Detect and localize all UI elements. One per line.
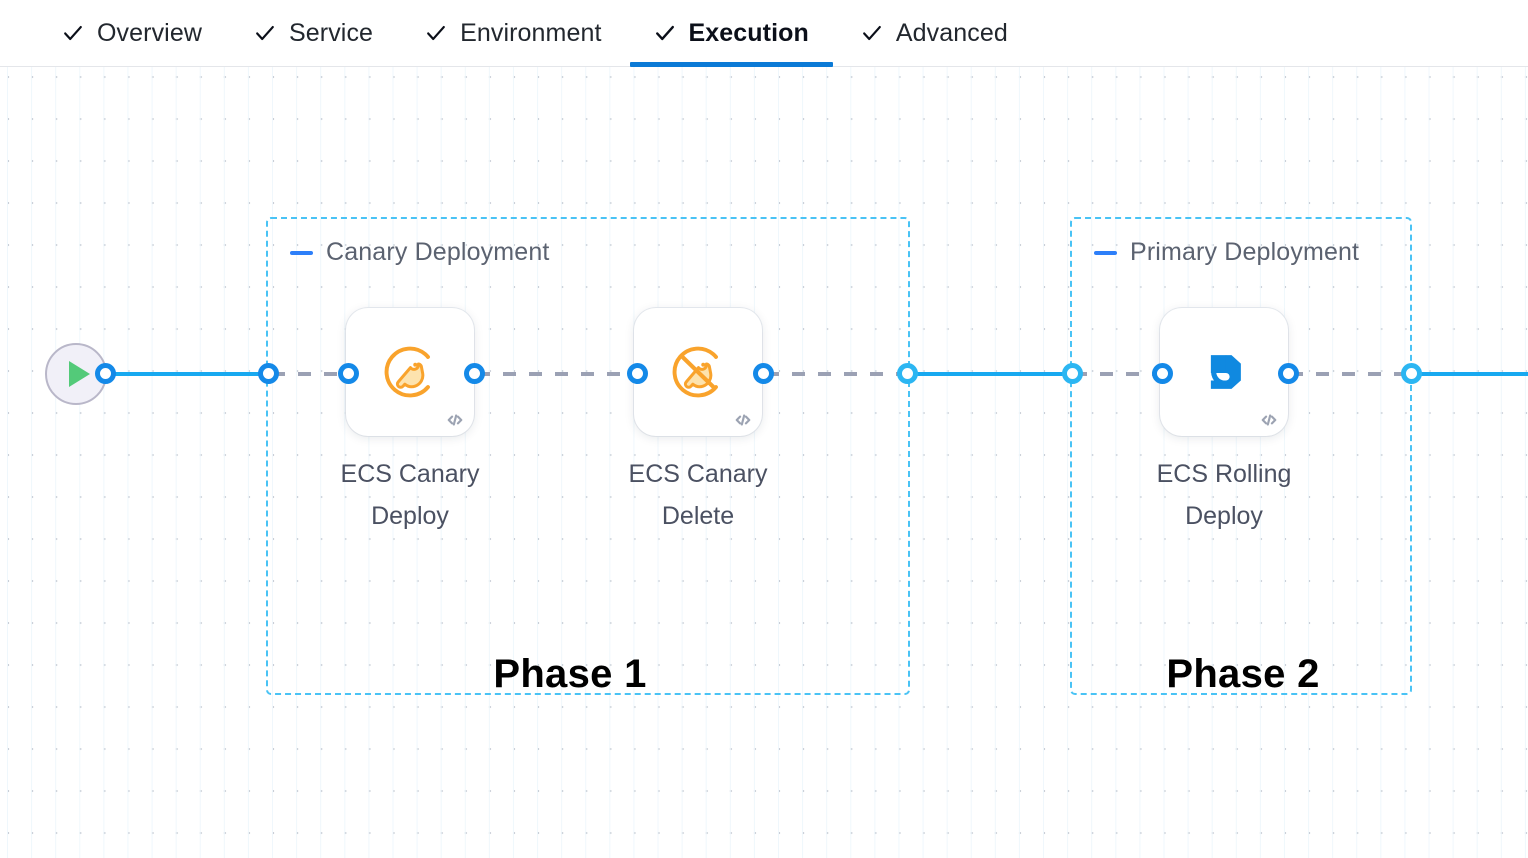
edge-canary-group-to-primary-group bbox=[908, 372, 1078, 376]
port-canary-group-output[interactable] bbox=[897, 363, 918, 384]
canary-bird-icon bbox=[384, 346, 436, 398]
group-canary-deployment[interactable]: Canary Deployment bbox=[266, 217, 910, 695]
node-label-ecs-canary-deploy: ECS Canary Deploy bbox=[340, 460, 480, 530]
node-ecs-rolling-deploy[interactable] bbox=[1160, 308, 1288, 436]
node-ecs-canary-delete[interactable] bbox=[634, 308, 762, 436]
tab-service[interactable]: Service bbox=[228, 0, 399, 67]
group-header: Canary Deployment bbox=[290, 238, 550, 267]
port-canary-deploy-input[interactable] bbox=[338, 363, 359, 384]
edge-start-to-canary-group bbox=[84, 372, 276, 376]
minus-icon[interactable] bbox=[290, 250, 313, 255]
edge-rolling-deploy-to-primary-group-out bbox=[1290, 372, 1418, 376]
node-label-ecs-canary-delete: ECS Canary Delete bbox=[628, 460, 768, 530]
tab-label: Environment bbox=[460, 18, 602, 47]
edge-primary-group-in-to-rolling-deploy bbox=[1074, 372, 1170, 376]
code-icon[interactable] bbox=[1259, 410, 1279, 430]
check-icon bbox=[425, 22, 447, 44]
edge-primary-group-out-to-next bbox=[1412, 372, 1528, 376]
rolling-deploy-icon bbox=[1210, 355, 1241, 389]
group-header: Primary Deployment bbox=[1094, 238, 1359, 267]
node-ecs-canary-deploy[interactable] bbox=[346, 308, 474, 436]
port-canary-group-input[interactable] bbox=[258, 363, 279, 384]
port-canary-deploy-output[interactable] bbox=[464, 363, 485, 384]
pipeline-canvas[interactable]: Canary Deployment ECS Canary Deploy bbox=[0, 67, 1528, 858]
tab-label: Execution bbox=[688, 18, 809, 47]
tab-label: Service bbox=[289, 18, 374, 47]
code-icon[interactable] bbox=[733, 410, 753, 430]
edge-group-in-to-canary-deploy bbox=[272, 372, 360, 376]
tab-label: Overview bbox=[97, 18, 202, 47]
port-rolling-deploy-input[interactable] bbox=[1152, 363, 1173, 384]
active-tab-indicator bbox=[629, 61, 833, 67]
tab-execution[interactable]: Execution bbox=[628, 0, 835, 67]
edge-canary-deploy-to-canary-delete bbox=[477, 372, 645, 376]
code-icon[interactable] bbox=[445, 410, 465, 430]
port-primary-group-input[interactable] bbox=[1062, 363, 1083, 384]
canary-bird-slash-icon bbox=[672, 346, 724, 398]
check-icon bbox=[254, 22, 276, 44]
edge-canary-delete-to-group-out bbox=[766, 372, 914, 376]
group-title: Primary Deployment bbox=[1130, 238, 1360, 266]
play-icon bbox=[68, 361, 90, 387]
check-icon bbox=[861, 22, 883, 44]
minus-icon[interactable] bbox=[1094, 250, 1117, 255]
tab-label: Advanced bbox=[895, 18, 1008, 47]
tab-advanced[interactable]: Advanced bbox=[835, 0, 1034, 67]
port-primary-group-output[interactable] bbox=[1401, 363, 1422, 384]
group-primary-deployment[interactable]: Primary Deployment bbox=[1070, 217, 1412, 695]
port-rolling-deploy-output[interactable] bbox=[1278, 363, 1299, 384]
tab-environment[interactable]: Environment bbox=[399, 0, 627, 67]
group-title: Canary Deployment bbox=[326, 238, 550, 266]
annotation-phase-2: Phase 2 bbox=[1166, 652, 1320, 696]
port-canary-delete-output[interactable] bbox=[753, 363, 774, 384]
check-icon bbox=[654, 22, 676, 44]
tab-overview[interactable]: Overview bbox=[36, 0, 228, 67]
port-start-output[interactable] bbox=[95, 363, 116, 384]
check-icon bbox=[62, 22, 84, 44]
port-canary-delete-input[interactable] bbox=[627, 363, 648, 384]
pipeline-tab-bar: Overview Service Environment bbox=[0, 0, 1528, 67]
annotation-phase-1: Phase 1 bbox=[493, 652, 647, 696]
node-label-ecs-rolling-deploy: ECS Rolling Deploy bbox=[1156, 460, 1292, 530]
